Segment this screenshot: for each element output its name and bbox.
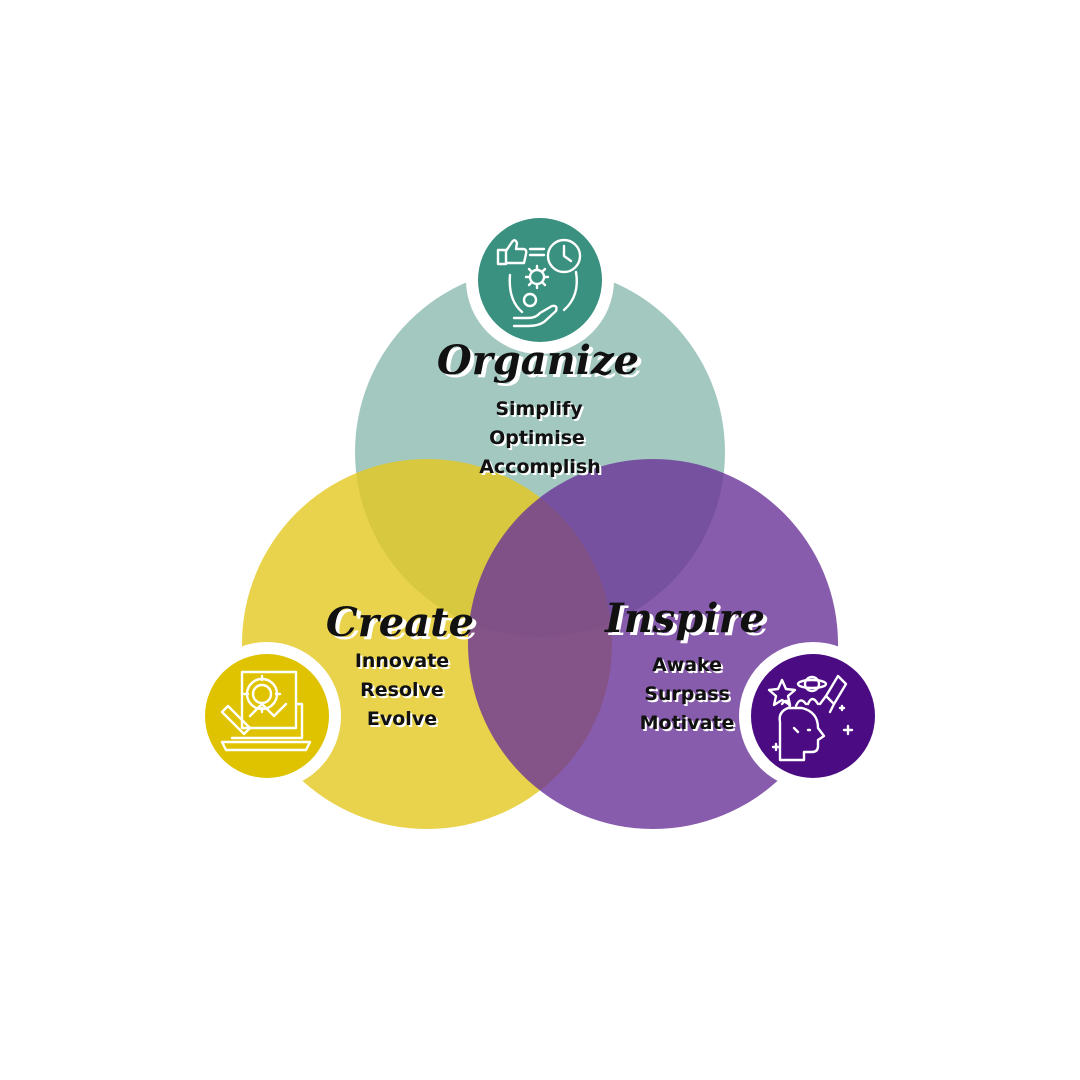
inspire-word-shadow: Awake [654,656,724,678]
organize-word: Simplify [495,398,583,420]
create-word-shadow: Evolve [369,710,439,732]
create-title-shadow: Create [330,602,478,649]
inspire-word-shadow: Surpass [646,685,732,707]
inspire-title: Inspire [604,595,765,642]
inspire-word: Surpass [644,683,730,705]
organize-word: Optimise [489,427,585,449]
inspire-word: Motivate [640,712,735,734]
create-word-shadow: Innovate [357,652,451,674]
create-badge [205,654,329,778]
productivity-icon [496,238,582,328]
create-word: Resolve [360,679,444,701]
organize-word-shadow: Accomplish [481,458,603,480]
inspire-word-shadow: Motivate [642,714,737,736]
organize-word-shadow: Optimise [491,429,587,451]
inspire-title-shadow: Inspire [608,598,769,645]
create-word: Innovate [355,650,449,672]
inspire-badge [751,654,875,778]
organize-word-shadow: Simplify [497,400,585,422]
organize-title: Organize [437,337,639,384]
create-title: Create [326,599,474,646]
organize-word: Accomplish [479,456,601,478]
design-gear-icon [220,670,312,752]
creative-mind-icon [767,674,854,762]
create-word-shadow: Resolve [362,681,446,703]
organize-title-shadow: Organize [441,340,643,387]
inspire-word: Awake [652,654,722,676]
create-word: Evolve [367,708,437,730]
organize-badge [478,218,602,342]
